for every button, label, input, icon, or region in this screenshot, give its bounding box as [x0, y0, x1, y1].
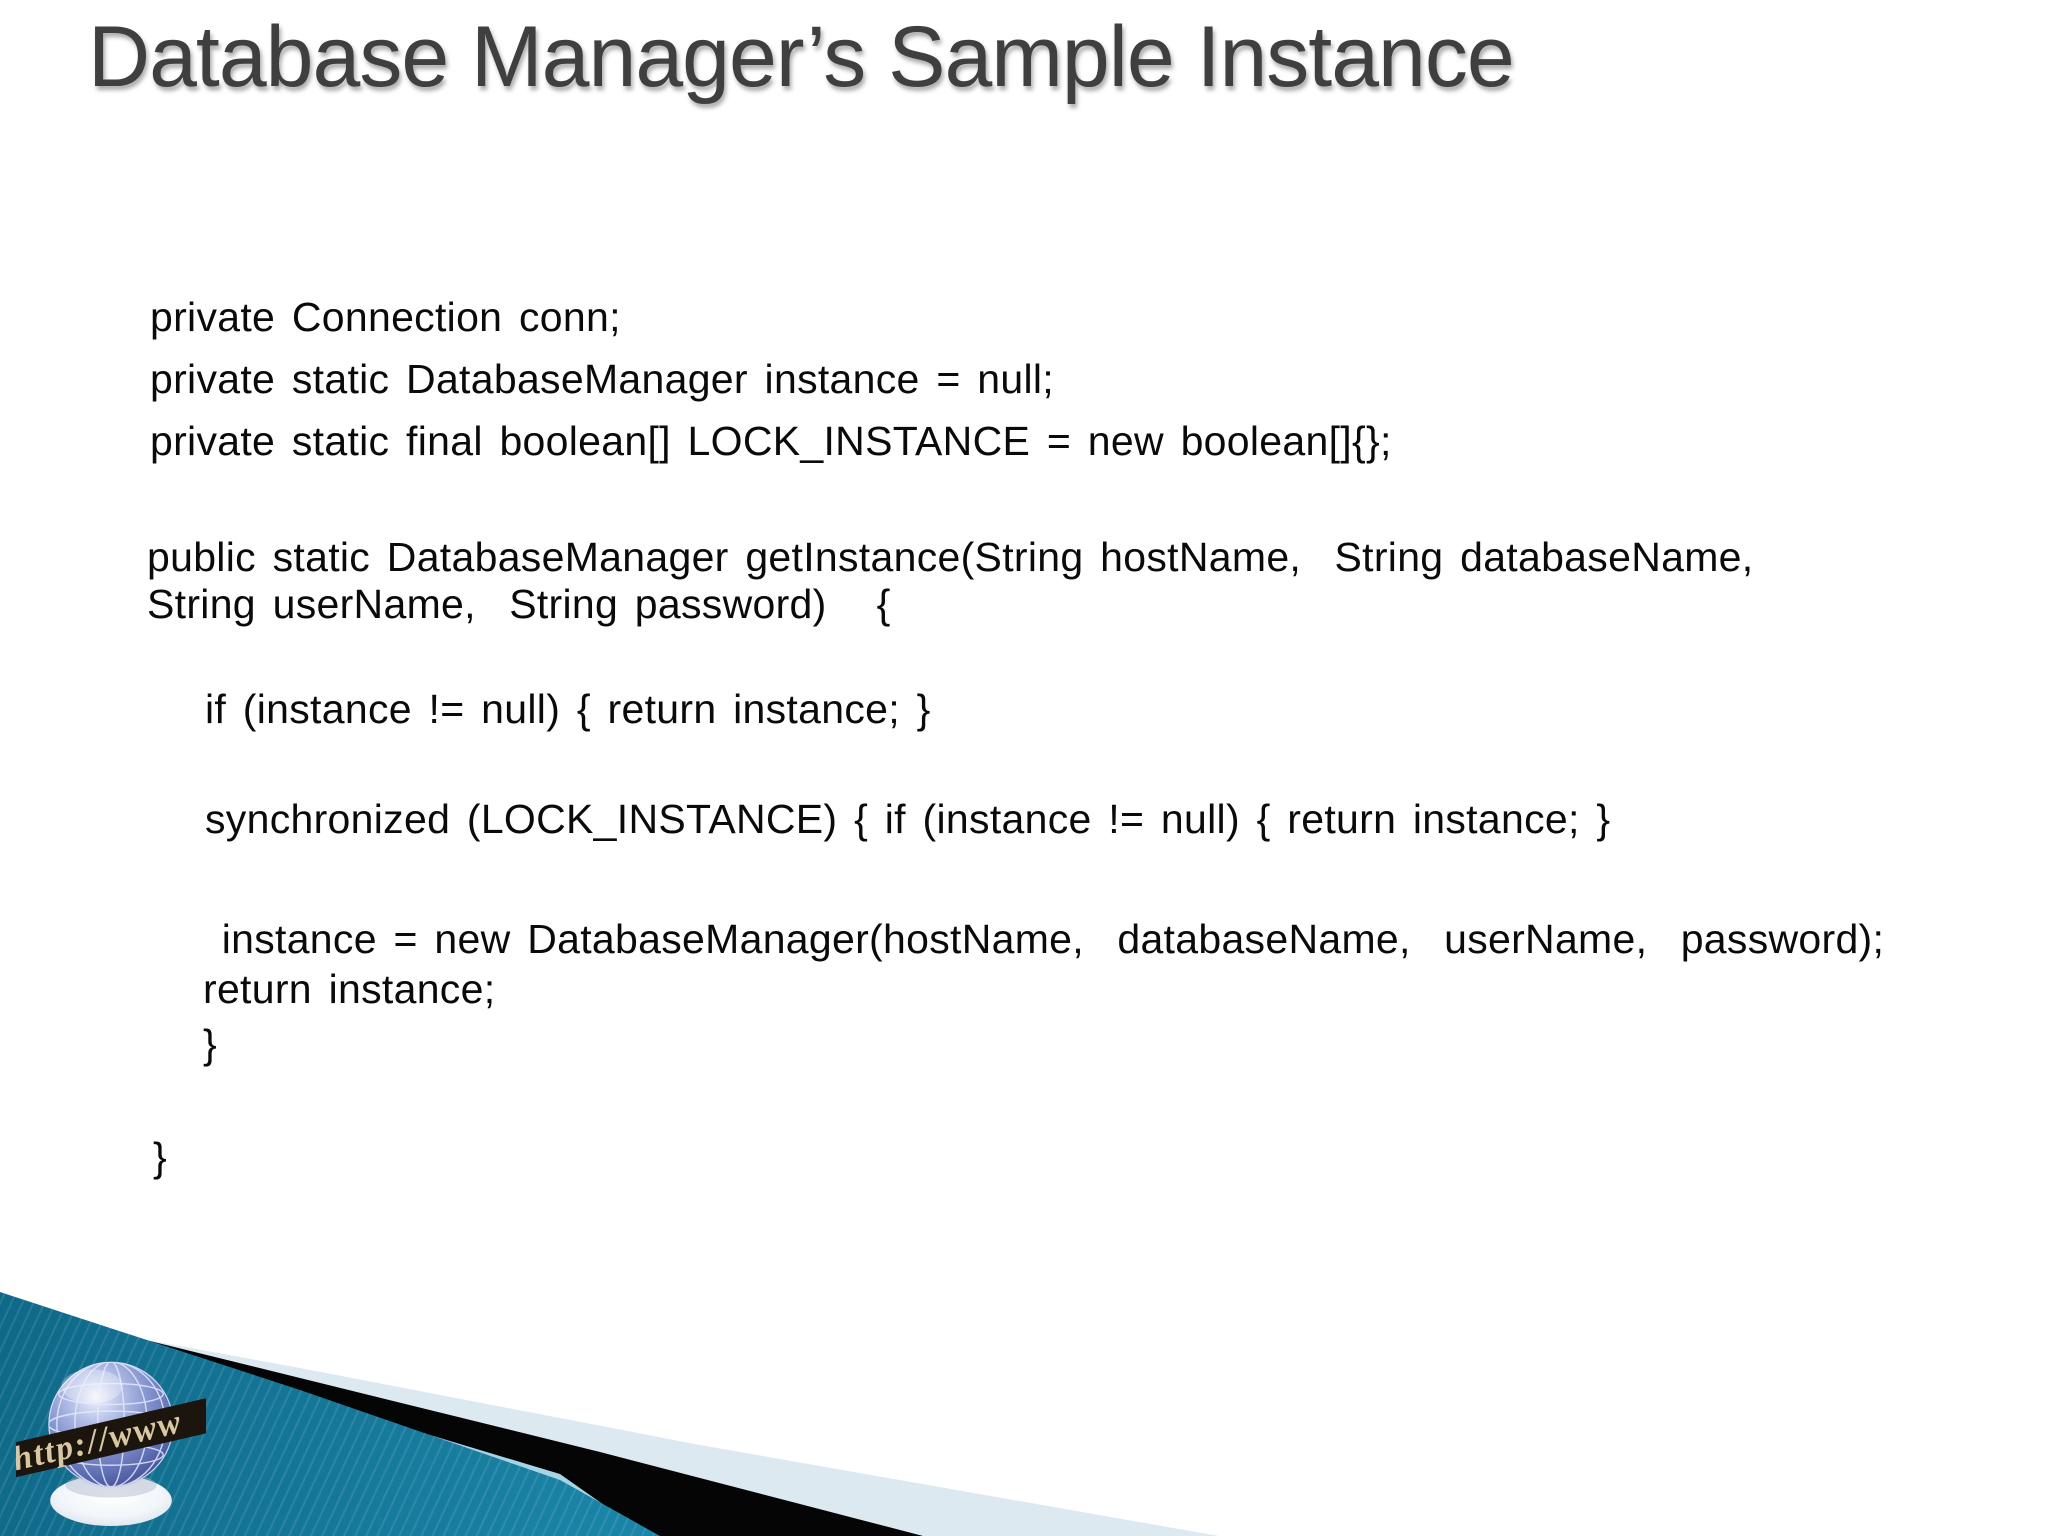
code-line: private Connection conn; [150, 294, 621, 340]
code-line: String userName, String password) { [147, 581, 891, 627]
globe-icon: http://www [16, 1337, 206, 1527]
code-line: if (instance != null) { return instance;… [205, 686, 931, 732]
code-line: synchronized (LOCK_INSTANCE) { if (insta… [205, 796, 1611, 842]
code-line: private static final boolean[] LOCK_INST… [150, 418, 1392, 464]
code-line: instance = new DatabaseManager(hostName,… [205, 916, 1885, 962]
code-line: } [153, 1134, 167, 1180]
globe-highlight [61, 1369, 123, 1404]
code-line: return instance; [203, 966, 496, 1012]
page-title: Database Manager’s Sample Instance [88, 9, 1515, 105]
code-line: public static DatabaseManager getInstanc… [147, 534, 1754, 580]
globe-base [50, 1474, 172, 1527]
code-line: private static DatabaseManager instance … [150, 356, 1055, 402]
code-line: } [203, 1021, 217, 1067]
